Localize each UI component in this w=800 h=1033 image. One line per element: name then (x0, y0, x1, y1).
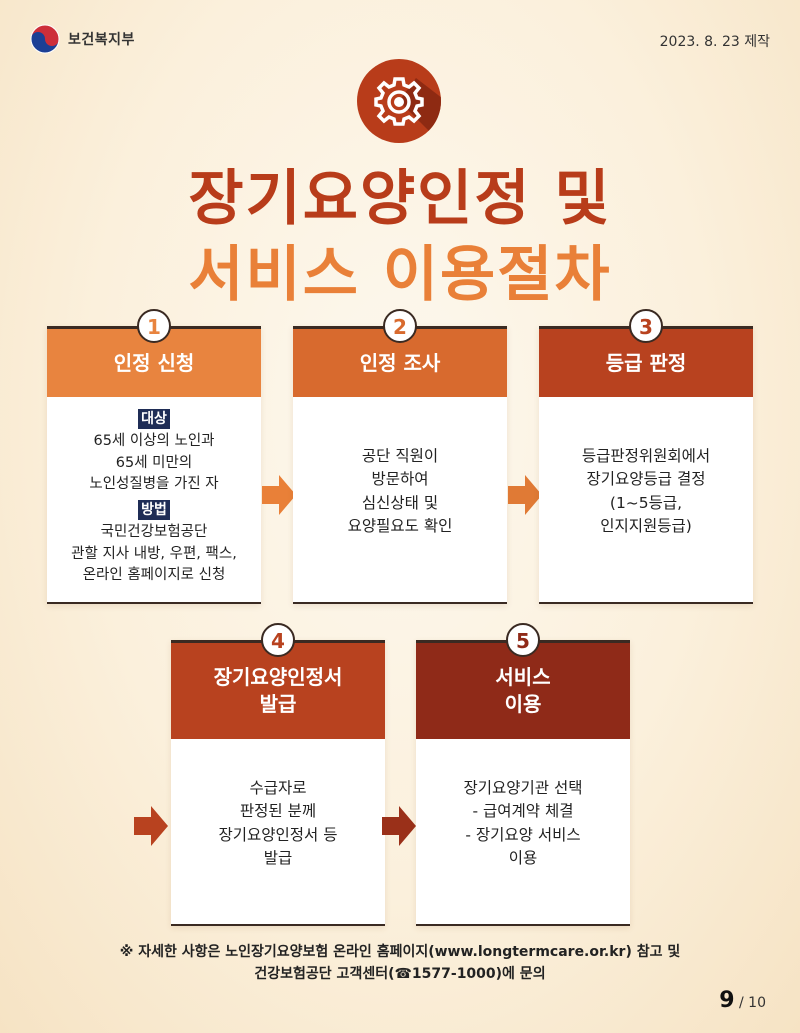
target-line: 노인성질병을 가진 자 (89, 476, 219, 493)
step-3-card: 등급 판정 등급판정위원회에서 장기요양등급 결정 (1~5등급, 인지지원등급… (539, 326, 753, 604)
step-5-line: 장기요양기관 선택 (463, 779, 583, 797)
step-5-number: 5 (506, 623, 540, 657)
ministry-name: 보건복지부 (68, 32, 135, 48)
step-2-line: 요양필요도 확인 (347, 516, 453, 535)
step-3-line: (1~5등급, (609, 493, 683, 512)
step-4-title-line-1: 장기요양인정서 (213, 665, 343, 689)
step-4-body: 수급자로 판정된 분께 장기요양인정서 등 발급 (171, 739, 385, 870)
step-5-line: - 급여계약 체결 (472, 802, 574, 821)
step-4-title-line-2: 발급 (259, 692, 297, 716)
step-4-line: 발급 (263, 848, 293, 867)
step-5-line: 이용 (508, 848, 538, 867)
arrow-right-icon (134, 806, 168, 846)
step-1-body: 대상 65세 이상의 노인과 65세 미만의 노인성질병을 가진 자 방법 국민… (47, 397, 261, 587)
method-line: 온라인 홈페이지로 신청 (82, 567, 226, 584)
step-3-title: 등급 판정 (605, 350, 687, 375)
arrow-right-icon (508, 475, 542, 515)
step-5-card: 서비스 이용 장기요양기관 선택 - 급여계약 체결 - 장기요양 서비스 이용 (416, 640, 630, 926)
step-4-line: 수급자로 (249, 779, 307, 797)
step-2-line: 방문하여 (371, 470, 429, 489)
step-4-number: 4 (261, 623, 295, 657)
step-2-title: 인정 조사 (359, 350, 441, 375)
step-3-body: 등급판정위원회에서 장기요양등급 결정 (1~5등급, 인지지원등급) (539, 397, 753, 538)
step-3-line: 장기요양등급 결정 (586, 470, 706, 489)
step-3-line: 인지지원등급) (600, 516, 692, 535)
page-indicator: 9 / 10 (719, 988, 766, 1013)
target-tag: 대상 (138, 409, 170, 429)
page-current: 9 (719, 988, 735, 1013)
step-4-card: 장기요양인정서 발급 수급자로 판정된 분께 장기요양인정서 등 발급 (171, 640, 385, 926)
step-4-line: 판정된 분께 (239, 802, 317, 821)
target-line: 65세 이상의 노인과 (93, 432, 215, 449)
method-line: 관할 지사 내방, 우편, 팩스, (71, 545, 237, 562)
page-total: / 10 (739, 995, 766, 1011)
step-5-body: 장기요양기관 선택 - 급여계약 체결 - 장기요양 서비스 이용 (416, 739, 630, 870)
step-2-line: 심신상태 및 (361, 493, 439, 512)
info-note-line-1: ※ 자세한 사항은 노인장기요양보험 온라인 홈페이지(www.longterm… (119, 944, 681, 960)
step-1-title: 인정 신청 (113, 350, 195, 375)
title-line-1: 장기요양인정 및 (188, 164, 612, 234)
step-5-title-line-2: 이용 (504, 692, 542, 716)
step-1-number: 1 (137, 309, 171, 343)
taegeuk-icon (30, 24, 60, 54)
production-date: 2023. 8. 23 제작 (659, 34, 770, 50)
arrow-right-icon (382, 806, 416, 846)
arrow-right-icon (262, 475, 296, 515)
step-3-line: 등급판정위원회에서 (581, 447, 711, 465)
step-5-title-line-1: 서비스 (495, 665, 551, 689)
ministry-logo: 보건복지부 (30, 24, 135, 54)
step-3-number: 3 (629, 309, 663, 343)
step-2-line: 공단 직원이 (361, 447, 439, 465)
step-2-body: 공단 직원이 방문하여 심신상태 및 요양필요도 확인 (293, 397, 507, 538)
method-line: 국민건강보험공단 (100, 523, 208, 540)
step-2-card: 인정 조사 공단 직원이 방문하여 심신상태 및 요양필요도 확인 (293, 326, 507, 604)
step-4-line: 장기요양인정서 등 (218, 825, 338, 844)
info-note-line-2: 건강보험공단 고객센터(☎1577-1000)에 문의 (254, 966, 546, 982)
target-line: 65세 미만의 (115, 454, 193, 471)
step-1-card: 인정 신청 대상 65세 이상의 노인과 65세 미만의 노인성질병을 가진 자… (47, 326, 261, 604)
title-line-2: 서비스 이용절차 (188, 240, 612, 310)
step-2-number: 2 (383, 309, 417, 343)
gear-icon (357, 59, 441, 143)
info-note: ※ 자세한 사항은 노인장기요양보험 온라인 홈페이지(www.longterm… (0, 941, 800, 985)
method-tag: 방법 (138, 500, 170, 520)
step-5-line: - 장기요양 서비스 (465, 825, 581, 844)
